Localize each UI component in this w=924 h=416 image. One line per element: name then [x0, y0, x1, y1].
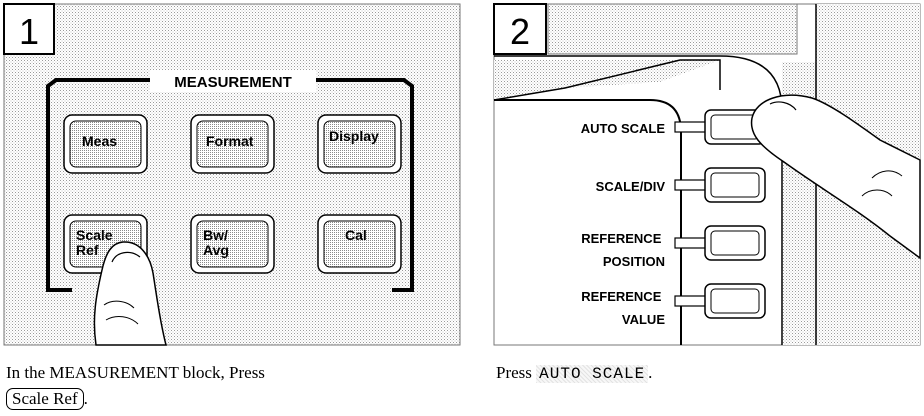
key-display-label: Display: [329, 128, 379, 144]
key-display[interactable]: Display: [317, 114, 402, 174]
key-scale-ref-line1: Scale: [76, 227, 113, 243]
softkey-label-reference-value: REFERENCE VALUE: [581, 289, 665, 327]
softkey-scale-div[interactable]: [674, 167, 766, 203]
ref-pos-line2: POSITION: [603, 254, 665, 269]
step2-panel: 2 AUTO SCALE SCALE/DIV REFERENCE POSITIO…: [493, 3, 921, 346]
measurement-block-title: MEASUREMENT: [174, 74, 292, 91]
step2-caption: Press AUTO SCALE.: [496, 360, 652, 387]
key-meas[interactable]: Meas: [63, 114, 148, 174]
softkey-label-reference-position: REFERENCE POSITION: [581, 231, 665, 269]
scale-ref-hardkey-ref: Scale Ref: [6, 388, 84, 410]
ref-val-line1: REFERENCE: [581, 289, 662, 304]
step1-caption-suffix: .: [83, 389, 88, 408]
softkey-label-scale-div: SCALE/DIV: [596, 179, 666, 194]
key-scale-ref-label: Scale Ref: [76, 227, 116, 258]
softkey-reference-value[interactable]: [674, 283, 766, 319]
step2-number-box: 2: [493, 3, 547, 55]
step1-number-box: 1: [3, 3, 55, 55]
softkey-auto-scale[interactable]: [674, 109, 766, 145]
softkey-reference-position[interactable]: [674, 225, 766, 261]
key-scale-ref-line2: Ref: [76, 242, 99, 258]
key-format[interactable]: Format: [190, 114, 275, 174]
finger-pressing-icon: [93, 241, 167, 346]
measurement-block: MEASUREMENT: [46, 70, 414, 292]
step1-panel: 1 MEASUREMENT Meas Format Display: [3, 3, 461, 346]
key-meas-label: Meas: [82, 133, 117, 149]
key-bw-avg-line1: Bw/: [203, 227, 228, 243]
key-bw-avg[interactable]: Bw/ Avg: [190, 214, 275, 274]
step1-caption: In the MEASUREMENT block, Press Scale Re…: [6, 360, 265, 412]
step1-number: 1: [19, 11, 39, 52]
finger-pressing-icon-2: [750, 94, 921, 260]
ref-pos-line1: REFERENCE: [581, 231, 662, 246]
ref-val-line2: VALUE: [622, 312, 665, 327]
key-bw-avg-label: Bw/ Avg: [203, 227, 232, 258]
step2-caption-prefix: Press: [496, 363, 532, 382]
auto-scale-softkey-ref: AUTO SCALE: [536, 365, 649, 383]
key-format-label: Format: [206, 133, 254, 149]
key-cal[interactable]: Cal: [317, 214, 402, 274]
step2-number: 2: [510, 11, 530, 52]
key-cal-label: Cal: [345, 227, 367, 243]
step2-caption-suffix: .: [648, 363, 653, 382]
step1-caption-prefix: In the MEASUREMENT block, Press: [6, 363, 265, 382]
key-bw-avg-line2: Avg: [203, 242, 229, 258]
softkey-label-auto-scale: AUTO SCALE: [581, 121, 666, 136]
